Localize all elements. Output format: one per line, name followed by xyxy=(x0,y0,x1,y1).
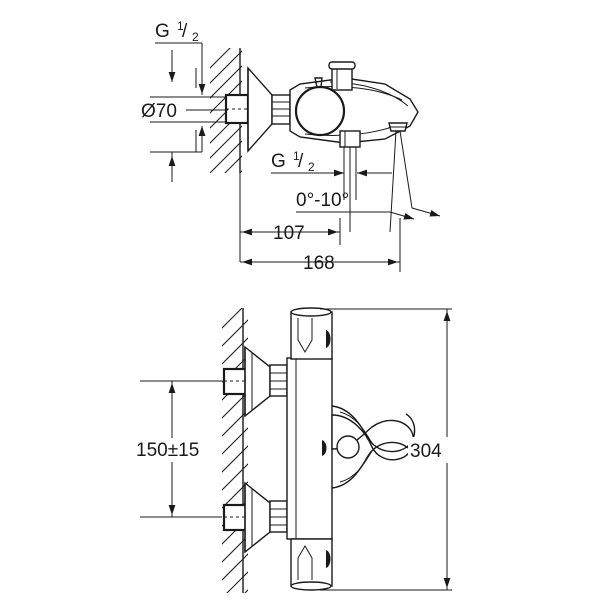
dim-thread-inlet-top: G 1 / 2 xyxy=(150,19,203,98)
label-thread-inlet-slash: / xyxy=(182,21,188,42)
diverter-knob-top xyxy=(328,61,356,91)
label-thread-outlet-num: 1 xyxy=(293,149,300,163)
union-lower-front xyxy=(269,500,288,533)
volume-handle-front xyxy=(290,538,333,591)
thermostat-handle-top xyxy=(294,77,346,137)
label-angle-range: 0°-10° xyxy=(296,190,349,211)
dim-168: 168 xyxy=(240,218,401,274)
spout-leader-lines xyxy=(389,130,441,233)
union-connector-top xyxy=(271,94,291,125)
label-thread-outlet-slash: / xyxy=(298,151,304,172)
inlet-pipe-top xyxy=(196,93,250,125)
label-dim-304: 304 xyxy=(410,441,442,462)
thermostat-handle-front xyxy=(290,307,333,360)
label-thread-outlet-g: G xyxy=(271,151,286,172)
aerator-marker-icon xyxy=(322,440,327,456)
label-dim-107: 107 xyxy=(273,223,305,244)
label-thread-outlet-den: 2 xyxy=(308,160,315,174)
label-dim-168: 168 xyxy=(303,253,335,274)
dim-thread-outlet-top: G 1 / 2 xyxy=(271,149,392,177)
union-upper-front xyxy=(269,364,288,397)
spout-outlet-top xyxy=(388,122,408,132)
front-view-group: 150±15 150±15 304 xyxy=(134,307,468,593)
escutcheon-top xyxy=(247,66,273,153)
label-thread-inlet-num: 1 xyxy=(177,19,184,33)
dim-150-15: 150±15 150±15 xyxy=(134,380,222,518)
dim-angle-range: 0°-10° xyxy=(296,190,415,220)
dim-escutcheon-lower xyxy=(150,128,203,182)
wall-hatch-bottom xyxy=(222,308,248,593)
label-diameter-70: Ø70 xyxy=(141,101,177,122)
label-thread-inlet-g: G xyxy=(155,21,170,42)
shower-outlet-top xyxy=(339,130,361,232)
label-thread-inlet-den: 2 xyxy=(192,30,199,44)
dim-107: 107 xyxy=(240,218,341,245)
label-dim-150-15-fg: 150±15 xyxy=(136,440,199,461)
dim-304: 304 xyxy=(320,308,468,591)
dim-diameter-70: Ø70 xyxy=(141,68,228,153)
escutcheon-lower-front xyxy=(244,481,271,554)
spout-outlet-front xyxy=(322,435,360,459)
top-view-group: G 1 / 2 Ø70 xyxy=(141,19,441,274)
escutcheon-upper-front xyxy=(244,345,271,418)
